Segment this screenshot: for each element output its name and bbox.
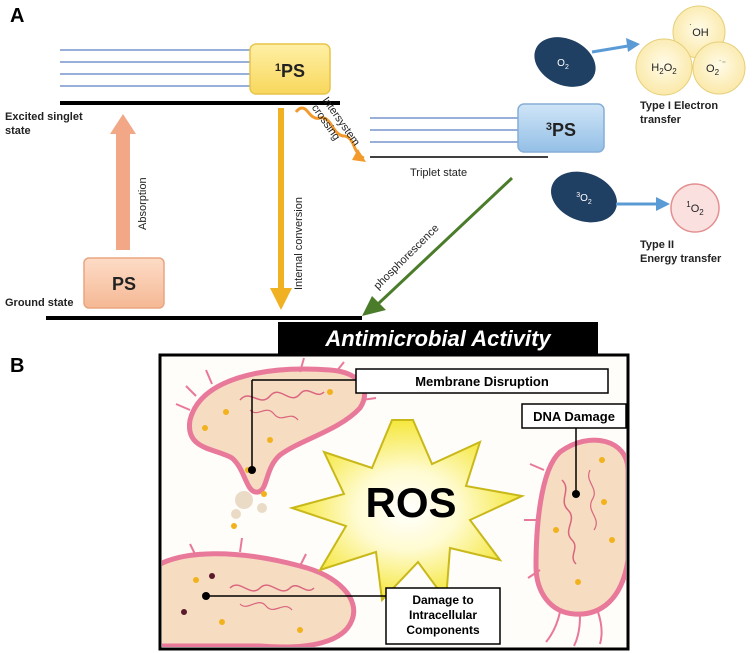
svg-text:˙OH: ˙OH [689, 23, 709, 39]
bacterium-right [524, 437, 626, 647]
bacterium-top-left [175, 357, 377, 529]
ground-ps-box: PS [83, 257, 165, 309]
dna-damage-label: DNA Damage [533, 409, 615, 424]
membrane-disruption-label: Membrane Disruption [415, 374, 549, 389]
type2-arrowhead [656, 197, 670, 211]
intersystem-crossing-wave [294, 106, 365, 160]
svg-text:3PS: 3PS [546, 120, 576, 140]
phosphorescence-label: phosphorescence [372, 222, 442, 292]
svg-text:H2O2: H2O2 [651, 62, 677, 76]
singlet-oxygen-bubble: 1O2 [670, 183, 720, 233]
triplet-ps-box: 3PS [517, 103, 605, 153]
absorption-arrow [110, 114, 136, 250]
oxygen-molecule: O2 [534, 37, 596, 87]
svg-text:1PS: 1PS [275, 61, 305, 81]
svg-text:O2: O2 [557, 58, 569, 71]
svg-text:3O2: 3O2 [576, 192, 592, 206]
internal-conversion-arrow [270, 108, 292, 310]
hydrogen-peroxide-bubble: H2O2 [635, 38, 693, 96]
antimicrobial-banner [278, 322, 598, 356]
panel-b-label: B [10, 355, 24, 377]
svg-text:PS: PS [112, 274, 136, 294]
phosphorescence-arrowhead [362, 296, 386, 316]
isc-arrowhead [352, 149, 366, 162]
dna-callout-dot [572, 490, 580, 498]
intracellular-damage-box [385, 587, 501, 645]
dna-damage-box [521, 403, 627, 429]
antimicrobial-banner-text: Antimicrobial Activity [324, 326, 552, 351]
ros-starburst [288, 419, 526, 603]
membrane-disruption-box [355, 368, 609, 394]
phosphorescence-arrow [376, 176, 514, 306]
absorption-label: Absorption [137, 177, 149, 230]
intersystem-crossing-label: Intersystemcrossing [309, 95, 362, 156]
ground-state-label: Ground state [5, 297, 73, 309]
panel-a-label: A [10, 5, 24, 27]
svg-text:1O2: 1O2 [686, 200, 704, 217]
ros-label: ROS [365, 479, 456, 526]
singlet-ps-box: 1PS [249, 43, 331, 95]
intracellular-callout-dot [202, 592, 210, 600]
superoxide-bubble: O2˙⁻ [692, 41, 746, 95]
triplet-oxygen-molecule: 3O2 [551, 171, 617, 223]
bacterium-bottom-left [162, 537, 357, 647]
triplet-state-label: Triplet state [410, 167, 467, 179]
type1-arrow [591, 44, 629, 54]
internal-conversion-label: Internal conversion [293, 197, 305, 290]
type1-arrowhead [626, 38, 640, 52]
membrane-callout-dot [248, 466, 256, 474]
